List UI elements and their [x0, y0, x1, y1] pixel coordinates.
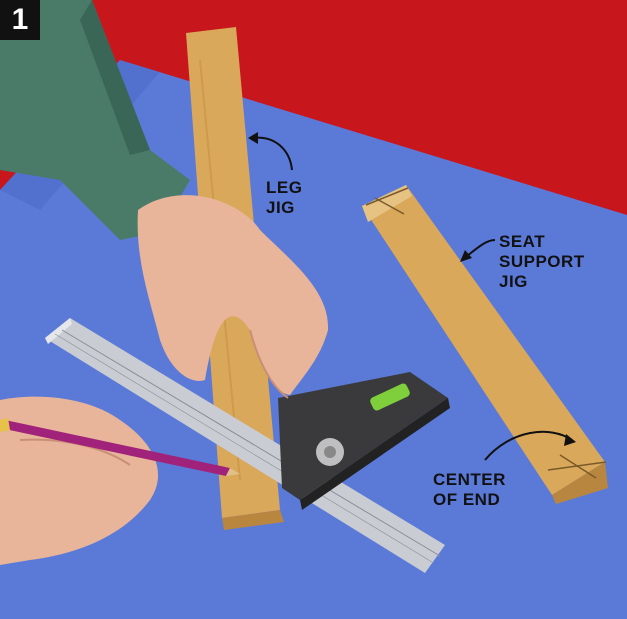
- seat-support-jig-label: SEAT SUPPORT JIG: [499, 232, 585, 292]
- leg-jig-label-line: LEG: [266, 178, 303, 197]
- green-sleeve: [0, 0, 190, 240]
- seat-support-jig-label-line: JIG: [499, 272, 528, 291]
- seat-support-jig-label-line: SUPPORT: [499, 252, 585, 271]
- leg-jig-label-line: JIG: [266, 198, 295, 217]
- seat-support-jig-label-line: SEAT: [499, 232, 546, 251]
- center-of-end-arrow: [484, 430, 573, 461]
- center-of-end-label-line: CENTER: [433, 470, 506, 489]
- center-of-end-label-line: OF END: [433, 490, 501, 509]
- leg-jig-label: LEG JIG: [266, 178, 302, 218]
- upper-hand: [137, 195, 329, 399]
- center-of-end-label: CENTER OF END: [433, 470, 506, 510]
- seat-support-jig-board: [362, 185, 608, 504]
- pencil: [0, 418, 240, 476]
- combination-square-blade: [45, 318, 445, 573]
- combination-square-head: [278, 372, 450, 510]
- step-number-badge: 1: [0, 0, 40, 40]
- leg-jig-arrow: [251, 136, 293, 171]
